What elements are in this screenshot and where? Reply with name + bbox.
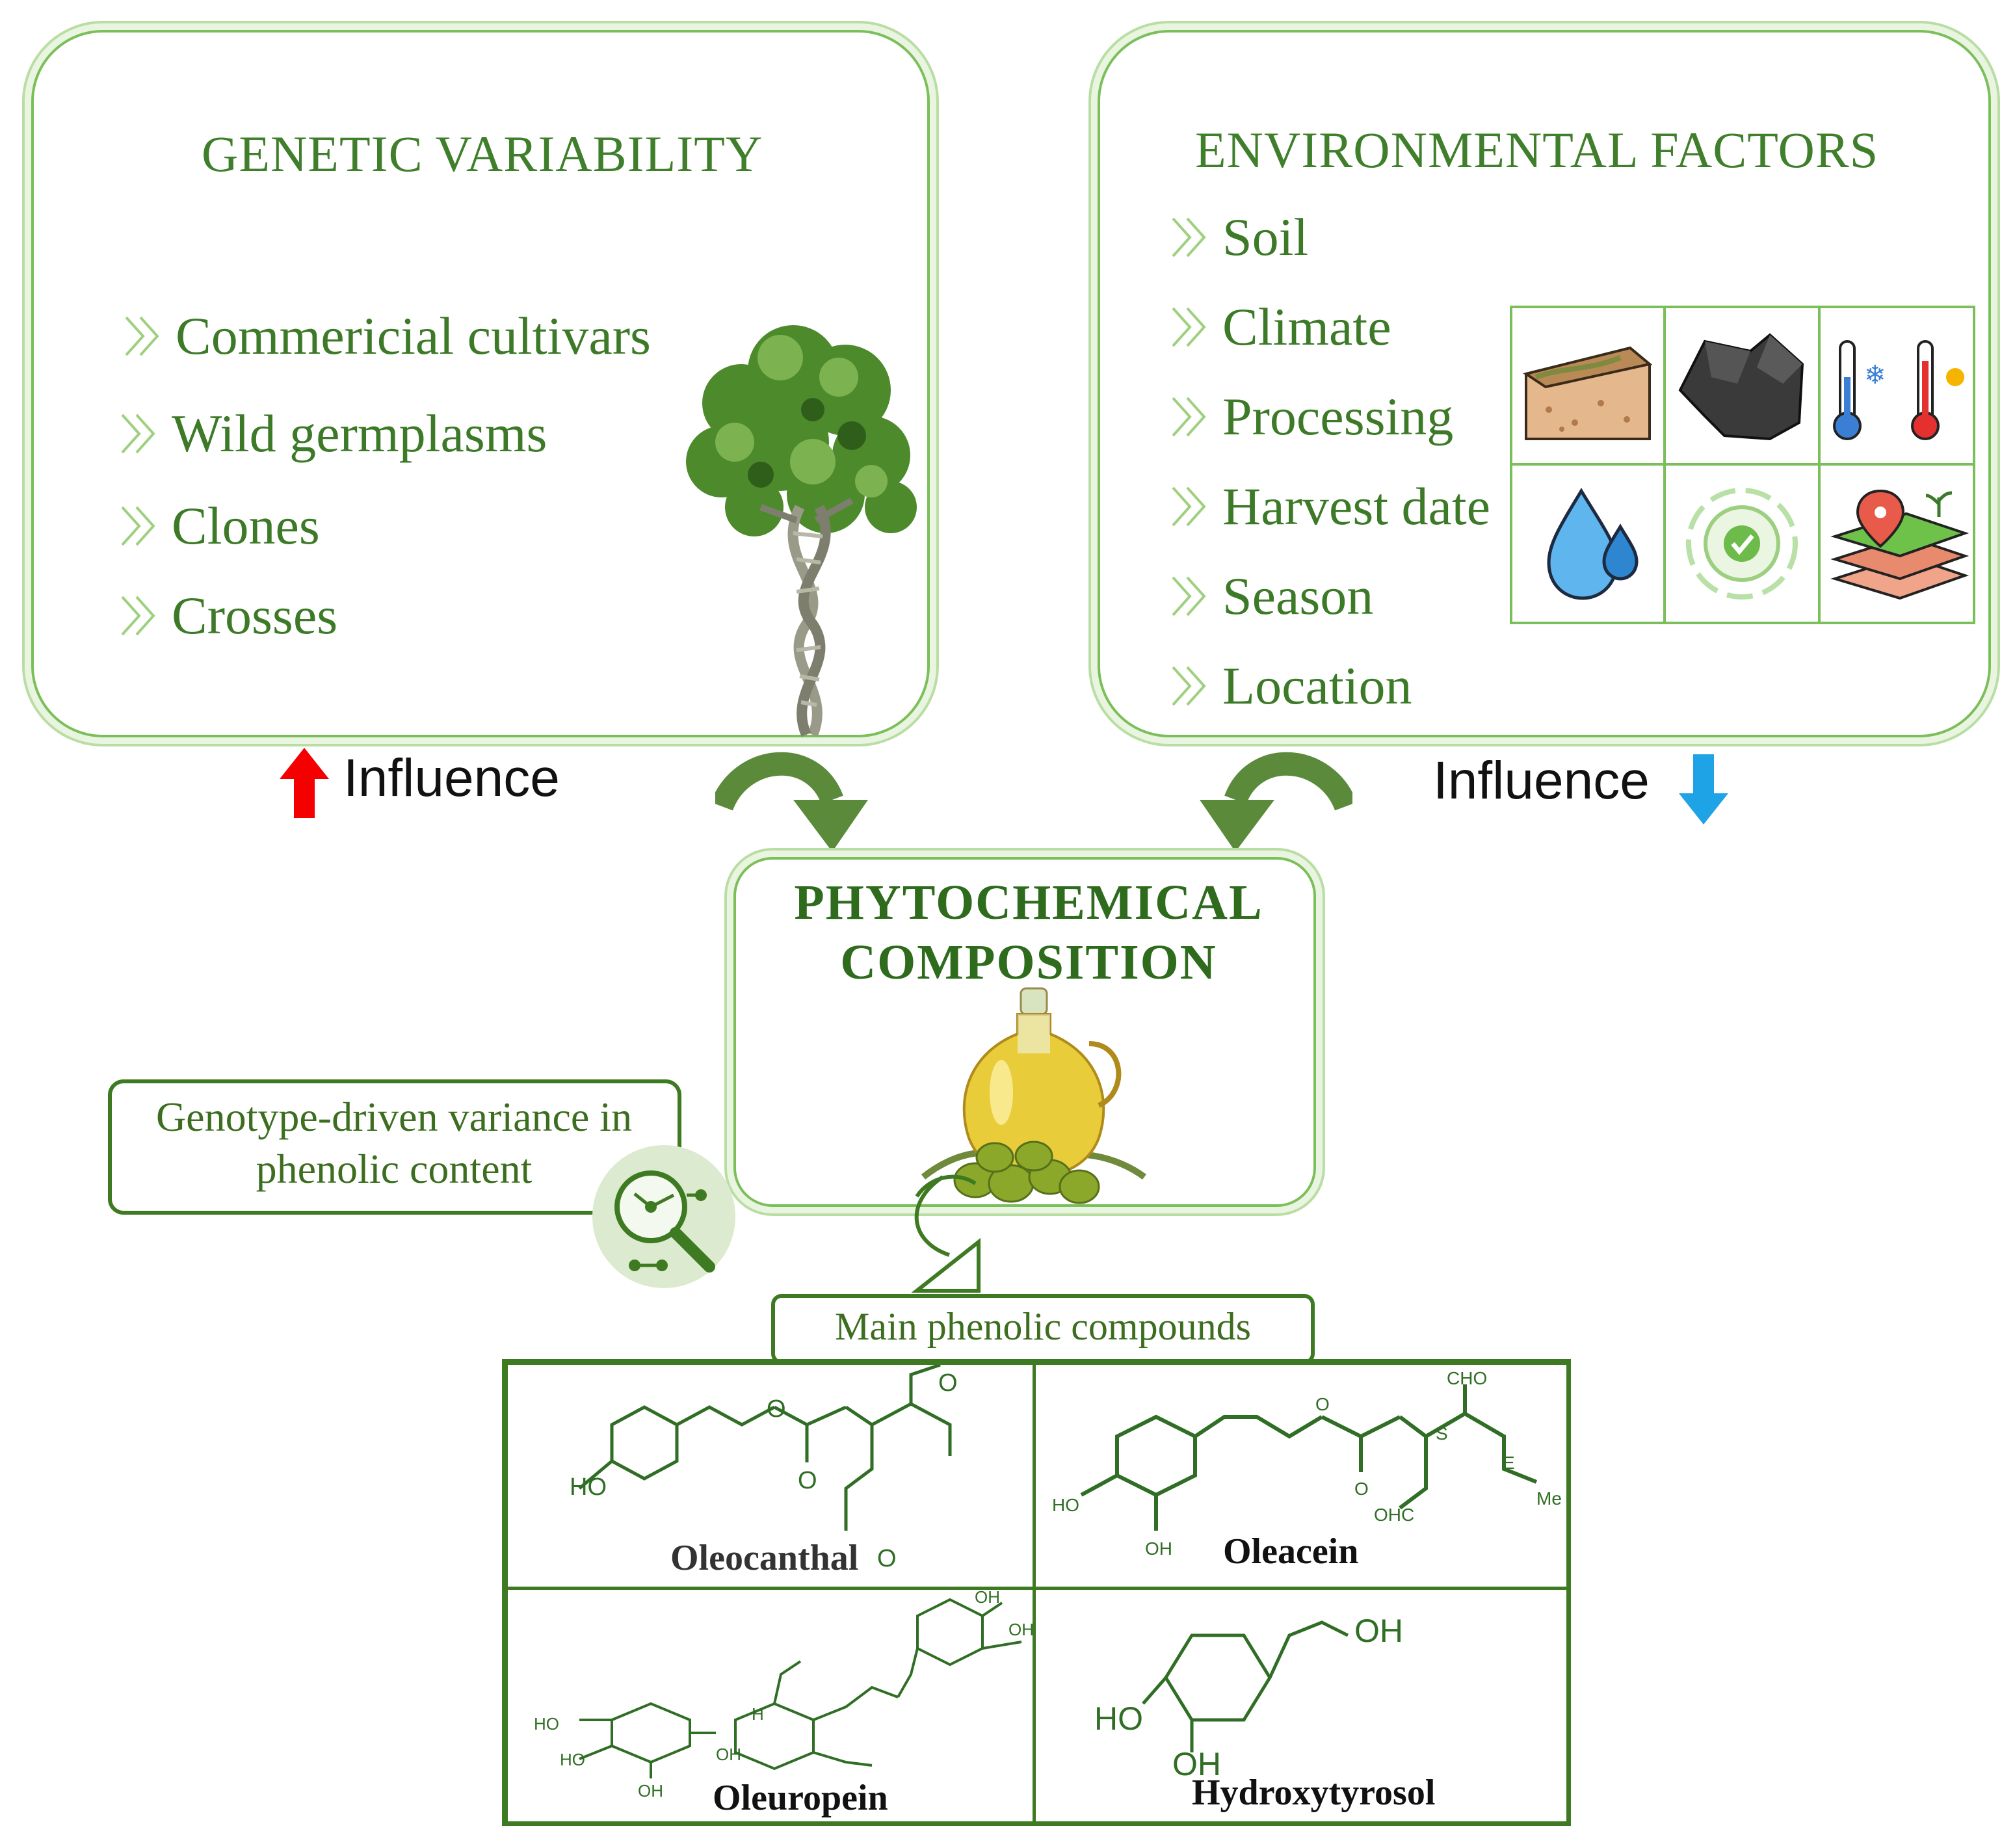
location-map-icon — [1830, 489, 1969, 600]
svg-text:HO: HO — [560, 1750, 585, 1769]
genetic-item-crosses: Crosses — [117, 585, 337, 646]
main-phenolic-compounds-label: Main phenolic compounds — [835, 1305, 1251, 1348]
environmental-panel-title: ENVIRONMENTAL FACTORS — [1195, 122, 1879, 178]
env-item-harvest-date: Harvest date — [1168, 476, 1490, 537]
water-drop-icon — [1547, 488, 1639, 600]
svg-text:H: H — [752, 1704, 764, 1724]
processing-gear-icon — [1686, 488, 1798, 600]
env-item-soil: Soil — [1168, 207, 1308, 268]
compound-cell-oleacein: HO OH O O OHC CHO S E Me Oleacein — [1033, 1362, 1570, 1593]
oleacein-name: Oleacein — [1223, 1531, 1359, 1572]
svg-text:O: O — [1315, 1394, 1330, 1414]
genetic-panel-title: GENETIC VARIABILITY — [202, 125, 763, 182]
svg-text:HO: HO — [1052, 1495, 1079, 1515]
oleocanthal-name: Oleocanthal — [670, 1538, 859, 1578]
curved-arrow-left — [715, 752, 868, 852]
genetic-item-germplasms: Wild germplasms — [117, 403, 547, 464]
svg-text:OH: OH — [1354, 1613, 1403, 1649]
svg-text:OH: OH — [716, 1745, 741, 1764]
temperature-icon: ❄ — [1833, 340, 1964, 440]
curved-arrow-right — [1200, 752, 1352, 852]
svg-text:O: O — [877, 1545, 897, 1572]
chevron-right-icon — [1172, 307, 1205, 347]
genetic-item-clones: Clones — [117, 495, 320, 557]
svg-text:HO: HO — [1094, 1700, 1143, 1737]
hook-arrow — [911, 1174, 981, 1293]
env-item-climate: Climate — [1168, 297, 1391, 358]
genotype-variance-box — [108, 1079, 681, 1215]
env-item-processing: Processing — [1168, 386, 1453, 447]
influence-label-left: Influence — [343, 748, 560, 808]
chevron-right-icon — [1172, 486, 1205, 527]
svg-text:OH: OH — [638, 1781, 663, 1801]
chevron-right-icon — [121, 414, 155, 454]
chevron-right-icon — [1172, 217, 1205, 257]
svg-text:OH: OH — [1008, 1620, 1034, 1639]
svg-text:HO: HO — [534, 1714, 559, 1734]
svg-text:❄: ❄ — [1864, 360, 1886, 389]
rock-icon — [1678, 333, 1804, 441]
oleacein-structure: HO OH O O OHC CHO S E Me — [1052, 1368, 1562, 1559]
soil-icon — [1523, 346, 1653, 440]
svg-text:OH: OH — [1145, 1538, 1172, 1559]
blue-down-arrow-icon — [1679, 754, 1728, 825]
compound-cell-oleuropein: OH OH HO HO OH OH H Oleuropein — [505, 1587, 1039, 1825]
oleocanthal-structure: HO O O O O — [570, 1365, 958, 1572]
tree-dna-illustration — [686, 325, 917, 737]
magnifier-analysis-icon — [592, 1145, 735, 1288]
red-up-arrow-icon — [280, 748, 329, 818]
svg-text:Me: Me — [1536, 1488, 1562, 1509]
svg-text:HO: HO — [570, 1473, 607, 1501]
svg-text:S: S — [1436, 1423, 1448, 1444]
oleuropein-structure: OH OH HO HO OH OH H — [534, 1590, 1034, 1801]
svg-text:CHO: CHO — [1447, 1368, 1487, 1388]
compound-cell-hydroxytyrosol: OH HO OH Hydroxytyrosol — [1033, 1587, 1570, 1825]
chevron-right-icon — [1172, 576, 1205, 616]
svg-text:E: E — [1503, 1453, 1515, 1473]
chevron-right-icon — [121, 506, 155, 546]
chevron-right-icon — [1172, 666, 1205, 706]
compound-cell-oleocanthal: HO O O O O Oleocanthal — [505, 1362, 1039, 1593]
chevron-right-icon — [125, 316, 159, 356]
influence-label-right: Influence — [1433, 751, 1650, 810]
svg-text:OH: OH — [1172, 1746, 1221, 1782]
env-item-season: Season — [1168, 566, 1373, 627]
genotype-variance-text: Genotype-driven variance in phenolic con… — [155, 1094, 633, 1192]
olive-oil-jar-illustration — [921, 987, 1146, 1204]
environment-icon-grid: ❄ — [1510, 306, 1975, 624]
oleuropein-name: Oleuropein — [713, 1778, 888, 1818]
svg-text:O: O — [798, 1467, 817, 1494]
svg-text:O: O — [767, 1395, 786, 1423]
chevron-right-icon — [1172, 397, 1205, 437]
env-item-location: Location — [1168, 655, 1412, 717]
genetic-item-cultivars: Commericial cultivars — [121, 306, 651, 367]
hydroxytyrosol-structure: OH HO OH — [1094, 1613, 1403, 1782]
hydroxytyrosol-name: Hydroxytyrosol — [1192, 1773, 1436, 1813]
svg-text:O: O — [1354, 1479, 1369, 1499]
svg-text:O: O — [938, 1369, 958, 1397]
phytochemical-title: PHYTOCHEMICAL COMPOSITION — [794, 875, 1263, 990]
svg-text:OHC: OHC — [1374, 1505, 1414, 1525]
chevron-right-icon — [121, 596, 155, 636]
svg-text:OH: OH — [975, 1590, 1000, 1607]
